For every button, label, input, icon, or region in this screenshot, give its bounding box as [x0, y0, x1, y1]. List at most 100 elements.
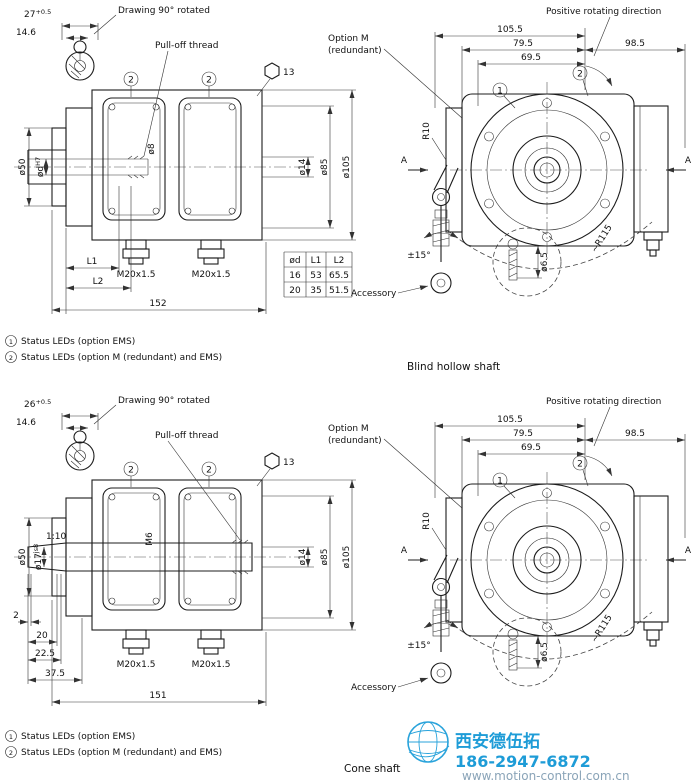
cable-gland-1 — [122, 629, 150, 655]
front-dims-top: 105.5 79.5 69.5 98.5 — [434, 25, 686, 148]
dim-14-6: 14.6 — [16, 28, 36, 38]
shaft-dimension-table: ød L1 L2 16 53 65.5 20 35 51.5 — [283, 251, 353, 298]
dim-152: 152 — [149, 299, 166, 309]
option-m-line2: (redundant) — [328, 46, 382, 56]
hex-key-callout: 13 — [256, 452, 294, 487]
led-callout-front-1: 1 — [492, 472, 516, 499]
dim-L1: L1 — [87, 257, 98, 267]
dim-pm15: ±15° — [407, 251, 431, 261]
side-view-cone-shaft — [14, 479, 300, 655]
dim-98-5: 98.5 — [625, 39, 645, 49]
accessory-detail-circle — [492, 617, 562, 687]
dim-dia-50: ø50 — [18, 158, 28, 175]
accessory-pin-detail: ø6.5 — [507, 238, 550, 281]
terminal-box-1 — [102, 487, 166, 611]
table-header-d: ød — [289, 256, 300, 266]
pull-off-thread-section — [231, 539, 249, 575]
accessory-rod — [430, 595, 452, 684]
label-drawing-rotated: Drawing 90° rotated — [118, 6, 210, 16]
led-callout-front-2: 2 — [572, 65, 589, 97]
table-header-L1: L1 — [311, 256, 322, 266]
led-2-label: 2 — [577, 460, 583, 470]
dim-R10: R10 — [422, 122, 432, 140]
label-pull-off-thread: Pull-off thread — [155, 431, 218, 441]
dim-dia-14: ø14 — [298, 158, 308, 175]
section-label-A: A — [685, 156, 692, 166]
side-dims-left: ø50 ø17js8 1:10 M6 — [18, 517, 155, 597]
led-callout-front-1: 1 — [492, 82, 516, 109]
led-2-label: 2 — [206, 466, 212, 476]
table-cell: 51.5 — [329, 286, 349, 296]
dim-37-5: 37.5 — [45, 669, 65, 679]
connector-box-edge — [633, 105, 669, 257]
side-view-blind-hollow — [14, 89, 300, 265]
dim-20: 20 — [36, 631, 48, 641]
cable-gland-2 — [197, 239, 225, 265]
option-m-line2: (redundant) — [328, 436, 382, 446]
watermark-url: www.motion-control.com.cn — [462, 769, 630, 783]
dim-dia-6-5: ø6.5 — [540, 642, 550, 662]
dim-R115: ~R115 — [590, 223, 615, 255]
dim-R10: R10 — [422, 512, 432, 530]
cable-gland-1 — [122, 239, 150, 265]
swing-angle-arc — [423, 621, 459, 629]
accessory-rod — [430, 205, 452, 294]
label-accessory: Accessory — [351, 683, 397, 693]
flange-screws — [484, 98, 610, 242]
led-callout-side-2: 2 — [201, 71, 217, 97]
led-1-label: 1 — [497, 87, 503, 97]
section-label-A: A — [685, 546, 692, 556]
option-m-line1: Option M — [328, 424, 369, 434]
legend-num-2: 2 — [9, 354, 13, 362]
rotation-arrow — [585, 455, 613, 477]
section-arrow-left: A — [401, 546, 428, 563]
dim-dia-85: ø85 — [320, 549, 330, 566]
watermark-company: 西安德伍拓 — [455, 731, 540, 752]
legend-num-1: 1 — [9, 338, 13, 346]
dim-taper-1-10: 1:10 — [46, 532, 66, 542]
blind-hollow-shaft-drawing: 27+0.5 14.6 Drawing 90° rotated Pull-off… — [5, 6, 692, 373]
dim-2: 2 — [13, 611, 19, 621]
gland-2-label: M20x1.5 — [192, 270, 231, 280]
option-m-label: Option M (redundant) — [328, 34, 463, 119]
led-1-label: 1 — [497, 477, 503, 487]
label-positive-rotating-direction: Positive rotating direction — [546, 397, 661, 407]
swing-arc-R115 — [446, 611, 653, 660]
accessory-detail-circle — [492, 227, 562, 297]
option-m-label: Option M (redundant) — [328, 424, 463, 509]
caption-blind-hollow-shaft: Blind hollow shaft — [407, 361, 500, 373]
dim-105-5: 105.5 — [497, 415, 523, 425]
label-positive-rotating-direction: Positive rotating direction — [546, 7, 661, 17]
pull-off-thread-section — [127, 155, 145, 179]
side-dims-bottom: L1 L2 152 M20x1.5 M20x1.5 — [51, 186, 267, 314]
table-cell: 20 — [289, 286, 301, 296]
legend-num-1: 1 — [9, 733, 13, 741]
globe-logo-icon — [407, 721, 450, 763]
dim-dia-d-H7: ødH7 — [34, 157, 46, 177]
terminal-box-2 — [178, 487, 242, 611]
accessory-pin-detail: ø6.5 — [507, 628, 550, 671]
front-dims-top: 105.5 79.5 69.5 98.5 — [434, 415, 686, 538]
dim-dia-105: ø105 — [342, 546, 352, 569]
legend-num-2: 2 — [9, 749, 13, 757]
dim-pm15: ±15° — [407, 641, 431, 651]
label-pull-off-thread: Pull-off thread — [155, 41, 218, 51]
section-arrow-right: A — [666, 156, 692, 173]
legend-text-1: Status LEDs (option EMS) — [21, 337, 135, 347]
dim-14-6: 14.6 — [16, 418, 36, 428]
led-2-label: 2 — [128, 466, 134, 476]
table-cell: 65.5 — [329, 271, 349, 281]
connector-box-edge — [633, 495, 669, 647]
led-callout-side-2: 2 — [201, 461, 217, 487]
dim-69-5: 69.5 — [521, 53, 541, 63]
gland-1-label: M20x1.5 — [117, 660, 156, 670]
hex-size-label: 13 — [283, 458, 294, 468]
dim-27: 27+0.5 — [24, 8, 51, 20]
flange-screws — [484, 488, 610, 632]
led-callout-side-1: 2 — [123, 71, 139, 97]
dim-R115: ~R115 — [590, 613, 615, 645]
dim-thread-M6: M6 — [145, 532, 155, 546]
dim-dia-14: ø14 — [298, 548, 308, 565]
table-cell: 53 — [310, 271, 321, 281]
front-view-cone-shaft: ø6.5 ±15° ~R115 R10 A A 105.5 79.5 69.5 — [328, 397, 692, 693]
